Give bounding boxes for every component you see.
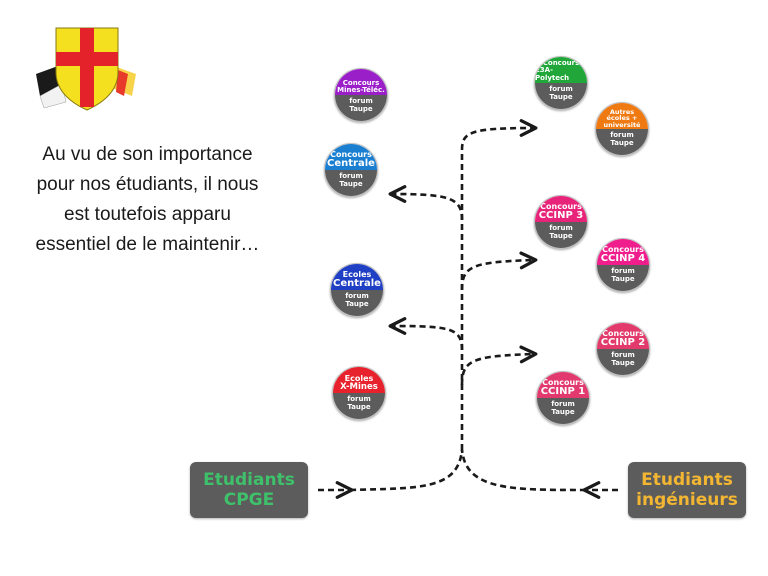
arrow-ingenieurs-to-trunk (460, 449, 587, 492)
node-forum-label: forum (611, 267, 635, 275)
node-forum-label: forum (347, 395, 371, 403)
box-etudiants-cpge[interactable]: Etudiants CPGE (190, 462, 308, 518)
node-label-line3: université (603, 120, 641, 129)
branch-middle-right (460, 251, 538, 291)
node-concours-e3a-polytech[interactable]: Concours E3A-Polytech forum Taupe (534, 56, 588, 110)
box-label-line2: ingénieurs (636, 490, 738, 510)
node-taupe-label: Taupe (611, 275, 635, 283)
node-label-line1: Concours (542, 378, 584, 387)
node-label-line1: Concours (542, 59, 580, 67)
node-forum-label: forum (345, 292, 369, 300)
branch-lower-left (388, 317, 464, 351)
node-label-line2: CCINP 3 (538, 210, 584, 221)
node-concours-ccinp-2[interactable]: Concours CCINP 2 forum Taupe (596, 322, 650, 376)
node-taupe-label: Taupe (345, 300, 369, 308)
node-concours-ccinp-3[interactable]: Concours CCINP 3 forum Taupe (534, 195, 588, 249)
node-autres-ecoles-universite[interactable]: Autres écoles + université forum Taupe (595, 102, 649, 156)
node-label-line1: Concours (602, 245, 644, 254)
node-label-line1: Concours (540, 202, 582, 211)
node-taupe-label: Taupe (610, 139, 634, 147)
node-taupe-label: Taupe (349, 105, 373, 113)
coat-of-arms-logo (36, 27, 136, 111)
arrow-cpge-to-trunk (349, 449, 464, 492)
node-forum-label: forum (610, 131, 634, 139)
node-label-line1: Ecoles (344, 374, 374, 383)
box-label-line1: Etudiants (641, 470, 733, 490)
node-label-line2: E3A-Polytech (535, 66, 570, 82)
node-label-line1: Autres (609, 107, 635, 116)
box-etudiants-ingenieurs[interactable]: Etudiants ingénieurs (628, 462, 746, 518)
node-taupe-label: Taupe (549, 93, 573, 101)
node-forum-label: forum (339, 172, 363, 180)
node-label-line2: écoles + (606, 114, 638, 122)
node-concours-ccinp-1[interactable]: Concours CCINP 1 forum Taupe (536, 371, 590, 425)
branch-upper-left (388, 185, 464, 221)
node-label-line2: CCINP 1 (540, 386, 586, 397)
node-forum-label: forum (611, 351, 635, 359)
node-forum-label: forum (549, 224, 573, 232)
branch-lower-right (460, 345, 538, 386)
node-ecoles-x-mines[interactable]: Ecoles X-Mines forum Taupe (332, 366, 386, 420)
branch-top-right (460, 119, 538, 151)
box-label-line2: CPGE (223, 490, 275, 510)
node-forum-label: forum (551, 400, 575, 408)
node-label-line2: X-Mines (340, 382, 378, 392)
node-label-line2: CCINP 2 (600, 337, 646, 348)
node-taupe-label: Taupe (611, 359, 635, 367)
node-label-line2: CCINP 4 (600, 253, 646, 264)
node-label-line2: Centrale (333, 278, 381, 289)
node-concours-mines-telecom[interactable]: Concours Mines-Téléc. forum Taupe (334, 68, 388, 122)
node-concours-ccinp-4[interactable]: Concours CCINP 4 forum Taupe (596, 238, 650, 292)
box-label-line1: Etudiants (203, 470, 295, 490)
left-scroll-ribbon (36, 66, 67, 109)
node-taupe-label: Taupe (551, 408, 575, 416)
intro-text: Au vu de son importance pour nos étudian… (35, 144, 260, 255)
node-forum-label: forum (549, 85, 573, 93)
node-label-line1: Concours (342, 78, 380, 87)
shield (55, 27, 119, 111)
node-taupe-label: Taupe (347, 403, 371, 411)
node-label-line2: Mines-Téléc. (337, 85, 385, 94)
node-concours-centrale[interactable]: Concours Centrale forum Taupe (324, 143, 378, 197)
node-label-line1: Concours (602, 329, 644, 338)
node-label-line2: Centrale (327, 158, 375, 169)
node-label-line1: Ecoles (342, 270, 372, 279)
node-taupe-label: Taupe (549, 232, 573, 240)
node-ecoles-centrale[interactable]: Ecoles Centrale forum Taupe (330, 263, 384, 317)
node-label-line1: Concours (330, 150, 372, 159)
node-forum-label: forum (349, 97, 373, 105)
node-taupe-label: Taupe (339, 180, 363, 188)
